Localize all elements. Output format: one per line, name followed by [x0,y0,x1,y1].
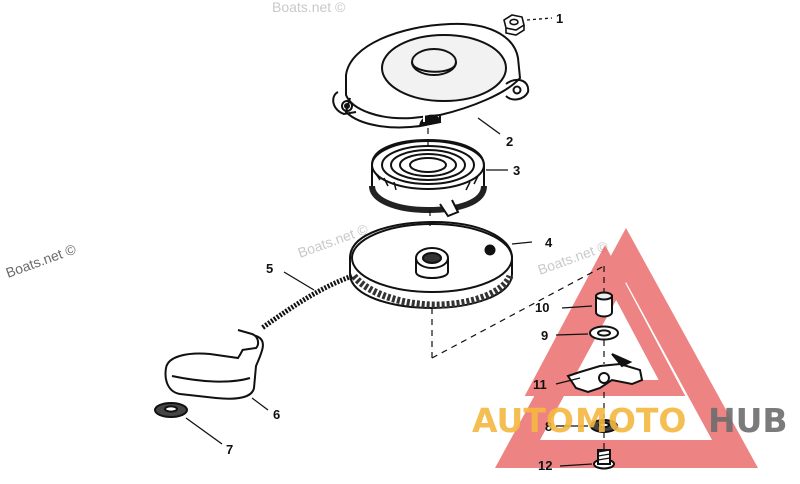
autmotohub-wordmark: AUTO MOTO HUB [472,401,788,440]
watermark-left: Boats.net © [4,240,79,280]
callout-2: 2 [506,134,513,149]
leader-lines [185,17,593,467]
watermark-top: Boats.net © [272,0,346,15]
callout-9: 9 [541,328,548,343]
part-1-nut [503,14,525,36]
part-3-rewind-spring [369,138,487,218]
autmotohub-logo-mark [495,228,758,468]
part-10-spacer [595,291,613,318]
brand-text-moto: MOTO [575,401,686,440]
callout-10: 10 [535,300,549,315]
part-11-pawl [566,353,644,394]
callout-12: 12 [538,458,552,473]
callout-numbers: 1 2 3 4 5 6 7 8 9 10 11 12 [226,11,563,473]
callout-8: 8 [545,419,552,434]
callout-4: 4 [545,235,553,250]
callout-6: 6 [273,407,280,422]
part-9-washer [589,325,619,341]
brand-text-hub: HUB [708,401,788,440]
callout-5: 5 [266,261,273,276]
part-12-screw [593,449,615,470]
part-7-washer [154,402,188,418]
watermark-layer: Boats.net © Boats.net © Boats.net © Boat… [4,0,611,281]
brand-text-auto: AUTO [472,401,574,440]
part-5-starter-rope [260,273,353,331]
callout-7: 7 [226,442,233,457]
callout-3: 3 [513,163,520,178]
part-4-pulley [349,220,514,310]
part-6-starter-handle [164,329,264,400]
callout-1: 1 [556,11,563,26]
callout-11: 11 [533,377,547,392]
assembly-guide-lines [427,128,605,450]
part-8-washer [590,419,618,433]
part-2-starter-housing [332,22,530,129]
